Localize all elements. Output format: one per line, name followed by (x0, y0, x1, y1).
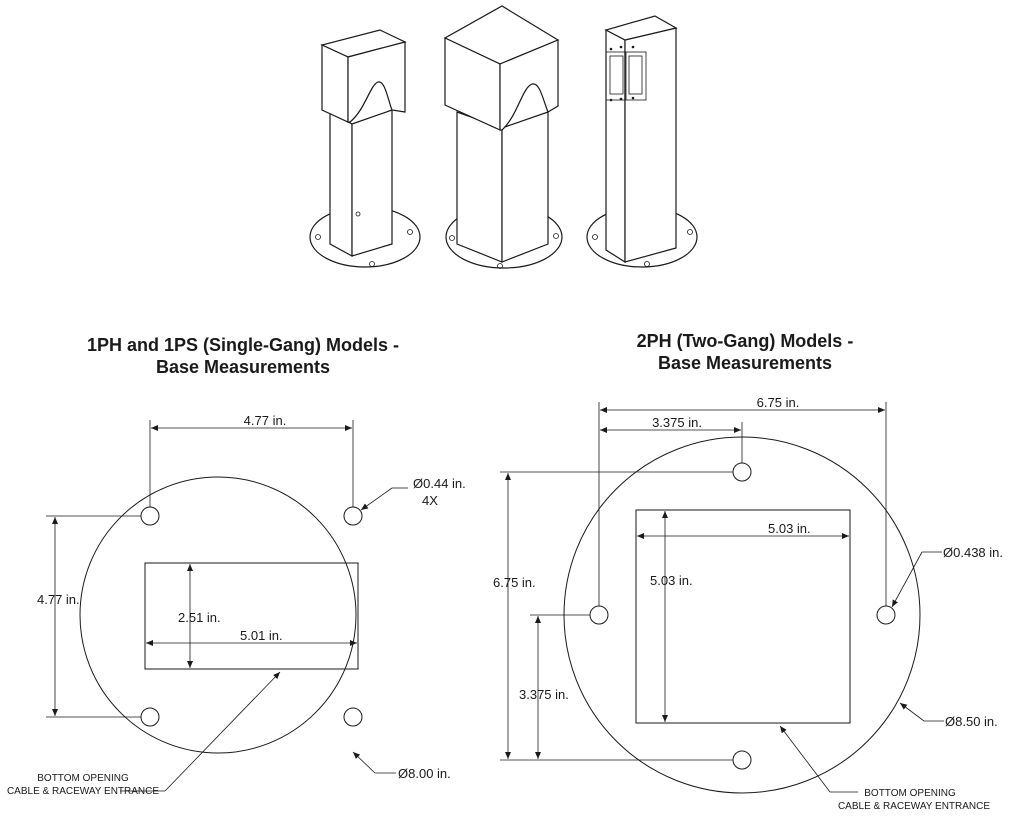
left-dim-opening-w: 5.01 in. (240, 628, 283, 643)
right-dim-overall-v: 6.75 in. (493, 575, 536, 590)
right-dim-half-h: 3.375 in. (652, 415, 702, 430)
right-mount-hole-top (732, 462, 752, 482)
right-base-outline (563, 436, 921, 794)
right-dim-opening-w: 5.03 in. (768, 521, 811, 536)
left-note-line1: BOTTOM OPENING (37, 773, 129, 784)
right-dim-opening-h: 5.03 in. (650, 573, 693, 588)
right-dim-overall-h: 6.75 in. (757, 395, 800, 410)
left-note-line2: CABLE & RACEWAY ENTRANCE (7, 786, 159, 797)
right-note-line1: BOTTOM OPENING (864, 788, 956, 799)
left-mount-hole-br (343, 707, 363, 727)
left-dim-opening-h: 2.51 in. (178, 610, 221, 625)
right-dim-hole-dia: Ø0.438 in. (943, 545, 1003, 560)
right-mount-hole-bottom (732, 750, 752, 770)
left-mount-hole-bl (140, 707, 160, 727)
right-mount-hole-right (876, 605, 896, 625)
right-dim-base-dia: Ø8.50 in. (945, 714, 998, 729)
right-title-line2: Base Measurements (658, 353, 832, 373)
left-dim-hole-spacing-v: 4.77 in. (37, 592, 80, 607)
left-dim-hole-dia: Ø0.44 in. (413, 476, 466, 491)
two-gang-diagram: 2PH (Two-Gang) Models - Base Measurement… (493, 331, 1003, 812)
single-gang-diagram: 1PH and 1PS (Single-Gang) Models - Base … (7, 335, 466, 797)
left-mount-hole-tl (140, 506, 160, 526)
left-dim-base-dia: Ø8.00 in. (398, 766, 451, 781)
left-dim-hole-spacing-h: 4.77 in. (244, 413, 287, 428)
right-dim-half-v: 3.375 in. (519, 687, 569, 702)
left-title-line1: 1PH and 1PS (Single-Gang) Models - (87, 335, 399, 355)
left-title-line2: Base Measurements (156, 357, 330, 377)
right-bottom-opening (635, 509, 851, 724)
right-title-line1: 2PH (Two-Gang) Models - (637, 331, 854, 351)
left-dim-hole-count: 4X (422, 493, 438, 508)
pedestal-illustration-3 (586, 15, 698, 268)
left-mount-hole-tr (343, 506, 363, 526)
left-base-outline (79, 476, 357, 754)
right-mount-hole-left (589, 605, 609, 625)
left-bottom-opening (144, 562, 359, 670)
right-note-line2: CABLE & RACEWAY ENTRANCE (838, 801, 990, 812)
pedestal-illustration-1 (309, 29, 421, 268)
pedestal-illustration-2 (443, 5, 563, 269)
